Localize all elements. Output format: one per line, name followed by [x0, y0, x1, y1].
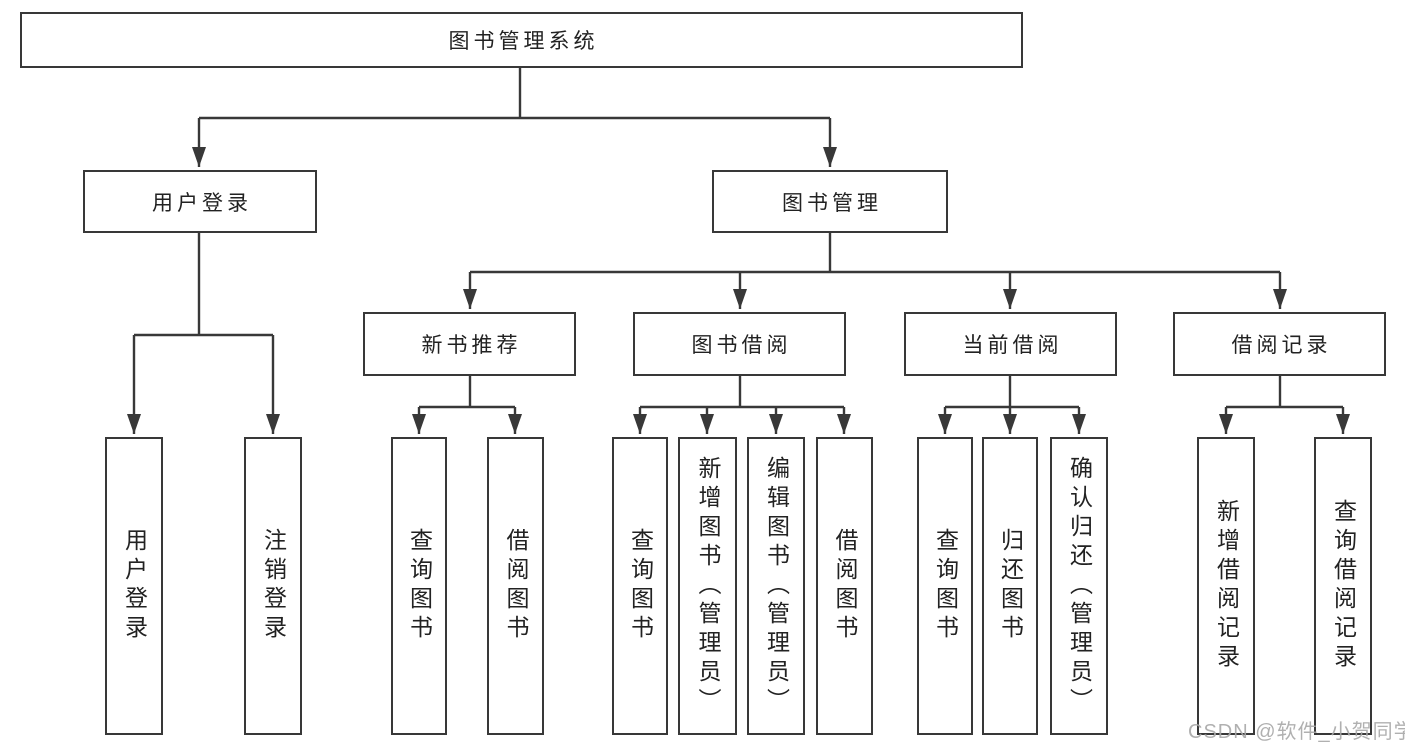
- leaf-confirm-return-admin: 确认归还（管理员）: [1050, 437, 1108, 735]
- leaf-query-books-borrow: 查询图书: [612, 437, 668, 735]
- leaf-edit-book-admin: 编辑图书（管理员）: [747, 437, 805, 735]
- leaf-query-books-recommend: 查询图书: [391, 437, 447, 735]
- node-new-book-recommend: 新书推荐: [363, 312, 576, 376]
- leaf-logout: 注销登录: [244, 437, 302, 735]
- node-current-borrow: 当前借阅: [904, 312, 1117, 376]
- csdn-watermark: CSDN @软件_小贺同学: [1188, 721, 1405, 743]
- node-book-management: 图书管理: [712, 170, 948, 233]
- leaf-borrow-books: 借阅图书: [816, 437, 873, 735]
- leaf-add-borrow-record: 新增借阅记录: [1197, 437, 1255, 735]
- node-root: 图书管理系统: [20, 12, 1023, 68]
- node-borrow-records: 借阅记录: [1173, 312, 1386, 376]
- leaf-borrow-books-recommend: 借阅图书: [487, 437, 544, 735]
- node-book-borrow: 图书借阅: [633, 312, 846, 376]
- node-user-login: 用户登录: [83, 170, 317, 233]
- leaf-query-borrow-record: 查询借阅记录: [1314, 437, 1372, 735]
- leaf-add-book-admin: 新增图书（管理员）: [678, 437, 737, 735]
- leaf-user-login: 用户登录: [105, 437, 163, 735]
- leaf-return-book: 归还图书: [982, 437, 1038, 735]
- leaf-query-books-current: 查询图书: [917, 437, 973, 735]
